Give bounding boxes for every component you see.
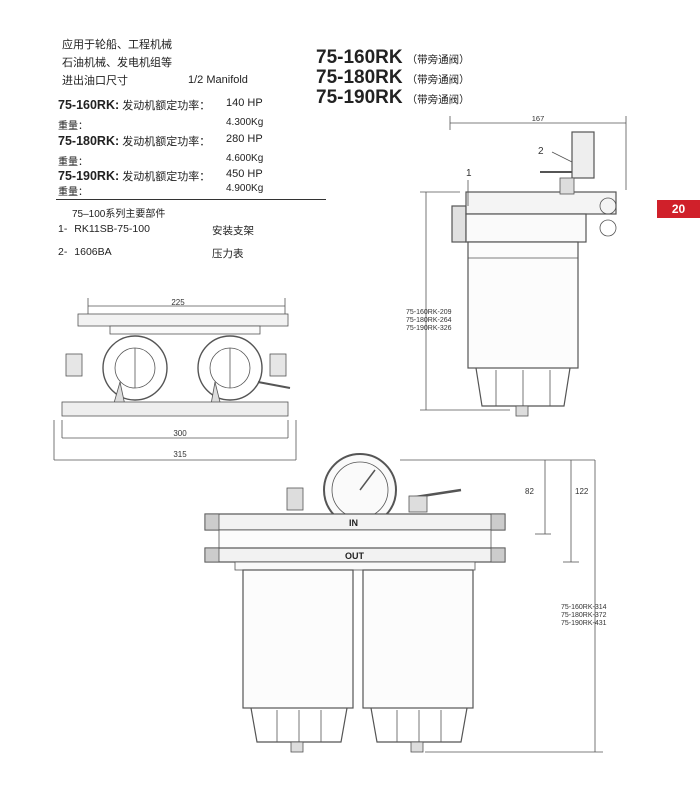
dim-82: 82	[525, 487, 534, 496]
dim-315: 315	[173, 450, 187, 459]
dim-300: 300	[173, 429, 187, 438]
rating-power-value: 280 HP	[226, 133, 263, 145]
weight-row-160: 重量： 4.300Kg	[58, 117, 263, 132]
label-in: IN	[349, 518, 358, 528]
label-out: OUT	[345, 551, 365, 561]
weight-label: 重量：	[58, 121, 88, 132]
front-height-160: 75-160RK-314	[561, 604, 607, 611]
rating-row-190: 75-190RK: 发动机额定功率： 450 HP	[58, 168, 263, 184]
part-number: 2-	[58, 246, 68, 258]
rating-model: 75-190RK:	[58, 169, 120, 183]
part-item-2: 2- 1606BA	[58, 246, 112, 258]
dim-167: 167	[532, 114, 545, 123]
rating-power-value: 450 HP	[226, 168, 263, 180]
part-desc-1: 安装支架	[212, 225, 254, 237]
title-model: 75-180RK	[316, 67, 403, 88]
rating-row-160: 75-160RK: 发动机额定功率： 140 HP	[58, 97, 263, 113]
side-height-190: 75-190RK-326	[406, 325, 452, 332]
side-height-160: 75-160RK-209	[406, 309, 452, 316]
rating-row-180: 75-180RK: 发动机额定功率： 280 HP	[58, 133, 263, 149]
weight-label: 重量：	[58, 157, 88, 168]
dim-225: 225	[171, 298, 185, 307]
weight-value: 4.600Kg	[226, 153, 264, 164]
side-view-drawing: 167 1 2 75-160RK-209 75-180RK-264 75-190…	[406, 114, 627, 417]
weight-label: 重量：	[58, 187, 88, 198]
port-size-value: 1/2 Manifold	[188, 74, 248, 86]
rating-power-value: 140 HP	[226, 97, 263, 109]
title-note: （带旁通阀）	[406, 94, 470, 106]
title-note: （带旁通阀）	[406, 74, 470, 86]
rating-power-label: 发动机额定功率：	[122, 100, 211, 112]
part-code: 1606BA	[74, 246, 112, 258]
part-item-1: 1- RK11SB-75-100	[58, 223, 150, 235]
application-line-2: 石油机械、发电机组等	[62, 57, 172, 69]
title-note: （带旁通阀）	[406, 54, 470, 66]
part-code: RK11SB-75-100	[74, 223, 150, 235]
front-height-190: 75-190RK-431	[561, 620, 607, 627]
title-190: 75-190RK（带旁通阀）	[316, 88, 470, 110]
port-size-label: 进出油口尺寸	[62, 75, 128, 87]
weight-value: 4.300Kg	[226, 117, 264, 128]
title-model: 75-160RK	[316, 47, 403, 68]
front-view-drawing: IN OUT 82 122 75-160RK-314 75-180RK-372 …	[204, 453, 607, 753]
rating-model: 75-180RK:	[58, 134, 120, 148]
weight-row-190: 重量： 4.900Kg	[58, 183, 263, 198]
dim-122: 122	[575, 487, 589, 496]
title-160: 75-160RK（带旁通阀）	[316, 48, 470, 70]
rating-power-label: 发动机额定功率：	[122, 171, 211, 183]
callout-1: 1	[466, 168, 472, 179]
page-number-tab: 20	[657, 200, 700, 218]
section-divider	[56, 199, 326, 200]
part-number: 1-	[58, 223, 68, 235]
weight-value: 4.900Kg	[226, 183, 264, 194]
side-height-180: 75-180RK-264	[406, 317, 452, 324]
top-view-drawing: 225 300 315	[53, 298, 297, 461]
rating-power-label: 发动机额定功率：	[122, 136, 211, 148]
callout-2: 2	[538, 146, 544, 157]
title-180: 75-180RK（带旁通阀）	[316, 68, 470, 90]
application-line-1: 应用于轮船、工程机械	[62, 39, 172, 51]
parts-heading: 75–100系列主要部件	[72, 209, 166, 220]
rating-model: 75-160RK:	[58, 98, 120, 112]
weight-row-180: 重量： 4.600Kg	[58, 153, 263, 168]
part-desc-2: 压力表	[212, 248, 244, 260]
front-height-180: 75-180RK-372	[561, 612, 607, 619]
title-model: 75-190RK	[316, 87, 403, 108]
